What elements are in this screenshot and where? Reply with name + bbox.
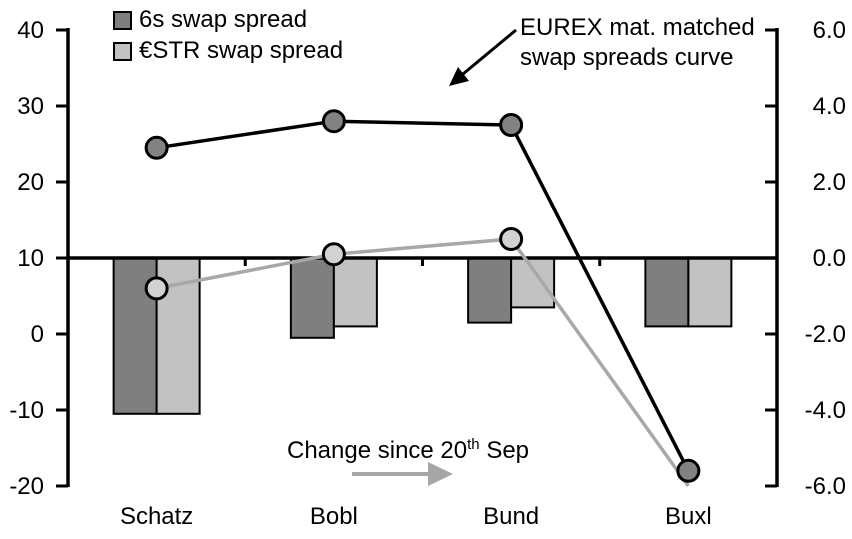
change-annotation-arrowhead-icon xyxy=(428,462,453,486)
legend: 6s swap spread €STR swap spread xyxy=(113,6,343,65)
bar-6s-buxl xyxy=(644,257,690,328)
category-label-bund: Bund xyxy=(483,503,539,530)
category-label-schatz: Schatz xyxy=(120,503,193,530)
left-axis-label: 40 xyxy=(17,17,44,44)
category-label-bobl: Bobl xyxy=(310,503,358,530)
right-axis-label: -2.0 xyxy=(805,321,846,348)
line-estr-curve xyxy=(156,237,690,488)
marker-6s-bobl xyxy=(321,109,346,134)
marker-6s-bund xyxy=(499,113,524,137)
annotation-change-text: Change since 20 xyxy=(287,437,468,464)
marker-estr-bund xyxy=(499,227,524,251)
left-axis-label: -20 xyxy=(9,473,44,500)
marker-estr-schatz xyxy=(144,276,169,301)
eurex-annotation-arrowhead-icon xyxy=(449,67,469,86)
line-6s-curve xyxy=(156,119,690,472)
bar-6s-bund xyxy=(467,257,513,324)
right-axis-label: 6.0 xyxy=(813,17,846,44)
right-axis-label: 0.0 xyxy=(813,245,846,272)
annotation-eurex-line2: swap spreads curve xyxy=(520,44,734,71)
right-axis-label: -6.0 xyxy=(805,473,846,500)
right-axis-label: 2.0 xyxy=(813,169,846,196)
marker-6s-schatz xyxy=(144,135,169,160)
bar-estr-bobl xyxy=(332,257,378,328)
right-axis-label: 4.0 xyxy=(813,93,846,120)
left-axis-label: 0 xyxy=(31,321,44,348)
legend-label-estr: €STR swap spread xyxy=(139,37,344,64)
left-axis-label: 30 xyxy=(17,93,44,120)
legend-item-estr-swap-spread: €STR swap spread xyxy=(113,37,343,65)
annotation-change-suffix: Sep xyxy=(479,437,530,464)
marker-estr-bobl xyxy=(321,242,346,267)
annotation-eurex-line1: EUREX mat. matched xyxy=(520,14,755,41)
bar-estr-bund xyxy=(510,257,556,309)
legend-item-6s-swap-spread: 6s swap spread xyxy=(113,6,343,34)
bar-6s-bobl xyxy=(289,257,335,339)
left-axis-label: 10 xyxy=(17,245,44,272)
eurex-annotation-arrow xyxy=(462,28,517,76)
left-axis-label: -10 xyxy=(9,397,44,424)
marker-6s-buxl xyxy=(676,458,701,483)
legend-swatch-6s-icon xyxy=(113,10,132,30)
left-axis-label: 20 xyxy=(17,169,44,196)
bar-estr-buxl xyxy=(687,257,733,328)
category-label-buxl: Buxl xyxy=(665,503,712,530)
legend-swatch-estr-icon xyxy=(113,41,132,61)
right-axis-label: -4.0 xyxy=(805,397,846,424)
annotation-change-since: Change since 20th Sep xyxy=(287,436,529,465)
legend-label-6s: 6s swap spread xyxy=(139,6,308,33)
annotation-change-sup: th xyxy=(467,436,480,453)
annotation-eurex-curve: EUREX mat. matched swap spreads curve xyxy=(520,13,755,73)
